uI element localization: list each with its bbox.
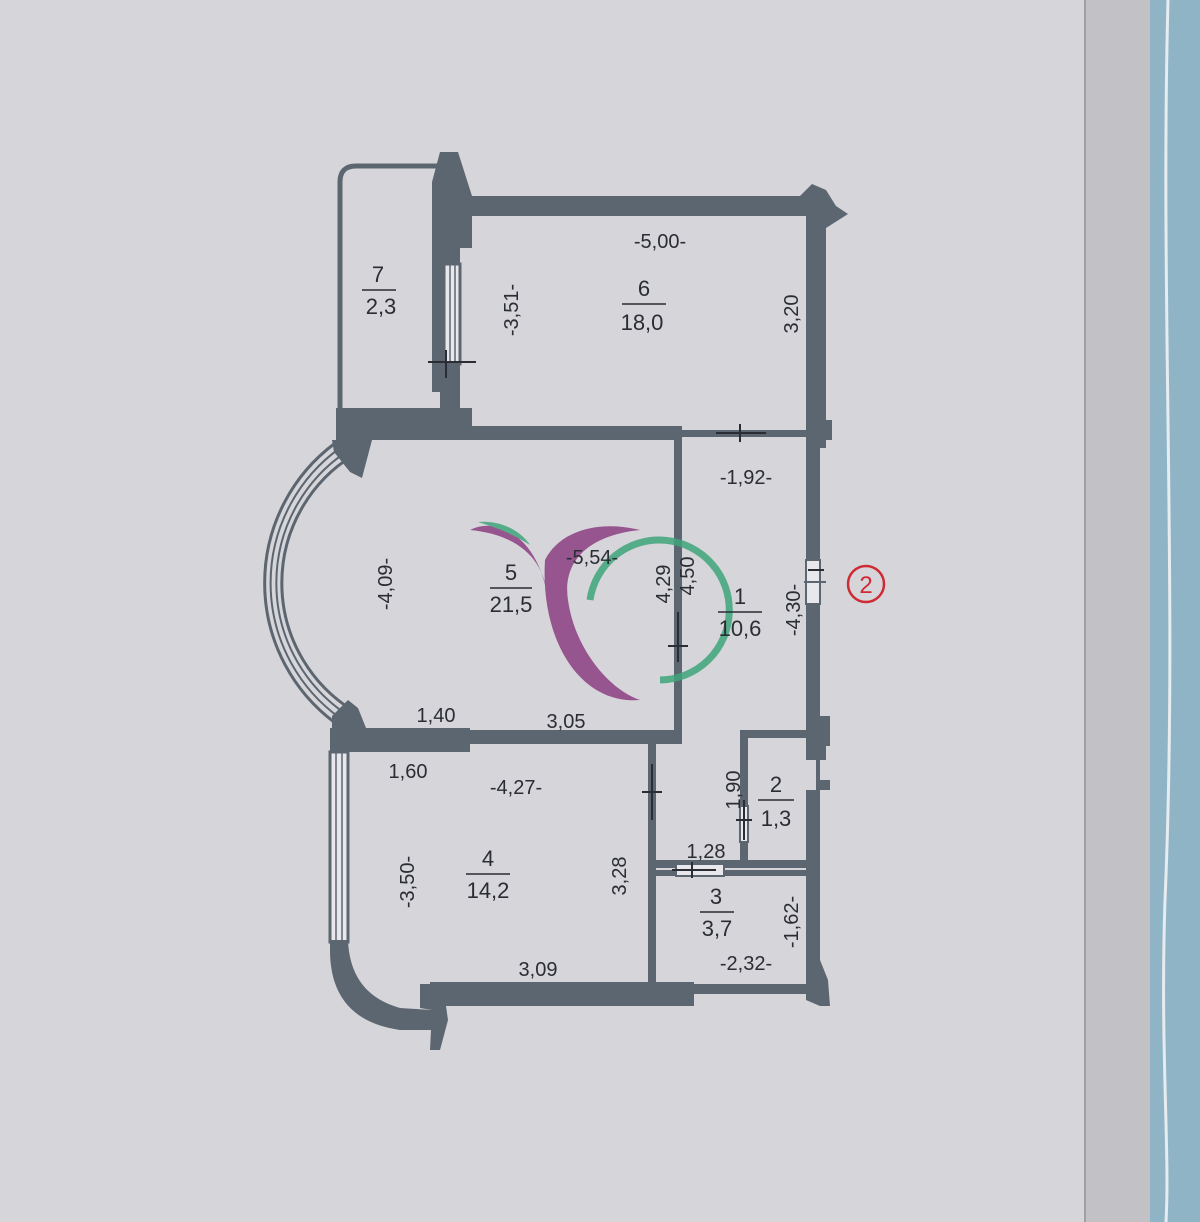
dim-label: 3,09: [519, 959, 558, 981]
svg-text:3: 3: [710, 884, 722, 909]
svg-text:6: 6: [638, 276, 650, 301]
wall-segment: [470, 196, 805, 216]
wall-segment: [330, 728, 470, 752]
svg-text:4: 4: [482, 846, 494, 871]
dimensions: -5,00- -3,51- 3,20 -1,92- -4,09- -5,54- …: [375, 231, 805, 981]
dim-label: 1,40: [417, 705, 456, 727]
door-markers: [642, 424, 824, 878]
wall-segment: [740, 730, 806, 738]
svg-text:5: 5: [505, 560, 517, 585]
dim-label: -4,30-: [783, 584, 805, 636]
dim-label: 3,28: [609, 857, 631, 896]
entrance-marker: 2: [846, 564, 886, 604]
room-label-5: 5 21,5: [490, 560, 533, 617]
bay-window: [263, 442, 353, 724]
room-label-3: 3 3,7: [700, 884, 734, 941]
paper-sheet: [0, 0, 1085, 1222]
room-label-2: 2 1,3: [758, 772, 794, 831]
room-label-6: 6 18,0: [621, 276, 666, 335]
marker-number: 2: [859, 572, 872, 599]
room-label-1: 1 10,6: [718, 584, 762, 641]
logo-swoosh-green: [478, 521, 530, 545]
wall-segment: [470, 730, 682, 744]
dim-label: 3,05: [547, 711, 586, 733]
logo-ring-green: [586, 536, 733, 684]
balcony-7-outline: [337, 163, 445, 408]
svg-text:10,6: 10,6: [719, 616, 762, 641]
svg-text:3,7: 3,7: [702, 916, 733, 941]
dim-label: -5,00-: [634, 231, 686, 253]
room-label-4: 4 14,2: [466, 846, 510, 903]
svg-text:7: 7: [372, 262, 384, 287]
dim-label: -4,27-: [490, 777, 542, 799]
wall-segment: [694, 984, 806, 994]
wall-segment: [648, 744, 656, 754]
dim-label: -2,32-: [720, 953, 772, 975]
dim-label: -4,09-: [375, 558, 397, 610]
walls: [328, 152, 848, 1050]
room-label-7: 7 2,3: [362, 262, 396, 319]
svg-text:2: 2: [770, 772, 782, 797]
svg-text:14,2: 14,2: [467, 878, 510, 903]
curved-wall: [330, 940, 432, 1030]
paper-sheet-edge: [1085, 0, 1150, 1222]
dim-label: 1,60: [389, 761, 428, 783]
window-room-6: [428, 262, 476, 378]
wall-segment: [674, 440, 682, 730]
window: [328, 750, 350, 944]
wall-segment: [656, 860, 806, 868]
wall-pillar: [332, 700, 366, 728]
svg-text:2,3: 2,3: [366, 294, 397, 319]
wall-segment: [648, 754, 656, 982]
dim-label: -3,50-: [397, 856, 419, 908]
svg-text:1,3: 1,3: [761, 806, 792, 831]
logo-swoosh-purple: [544, 526, 640, 701]
wall-segment: [470, 426, 682, 440]
curtain: [1150, 0, 1200, 1222]
watermark-logo: [470, 521, 733, 701]
wall-segment: [656, 870, 806, 876]
wall-segment: [806, 604, 820, 720]
svg-text:1: 1: [734, 584, 746, 609]
wall-segment: [806, 448, 820, 560]
wall-pillar: [806, 716, 830, 1006]
dim-label: -3,51-: [501, 284, 523, 336]
wall-segment: [430, 982, 694, 1006]
marker-circle: [846, 564, 886, 604]
curtain-cord: [1162, 0, 1172, 1222]
dim-label: 4,29: [653, 565, 675, 604]
svg-text:18,0: 18,0: [621, 310, 664, 335]
wall-segment: [336, 408, 442, 440]
dim-label: 1,28: [687, 841, 726, 863]
dim-label: 4,50: [677, 557, 699, 596]
dim-label: -5,54-: [566, 547, 618, 569]
dim-label: -1,62-: [781, 896, 803, 948]
dim-label: -1,92-: [720, 467, 772, 489]
wall-pillar: [332, 440, 372, 478]
svg-text:21,5: 21,5: [490, 592, 533, 617]
dim-label: 3,20: [781, 295, 803, 334]
dim-label: 1,90: [723, 771, 745, 810]
wall-pillar: [800, 184, 848, 448]
